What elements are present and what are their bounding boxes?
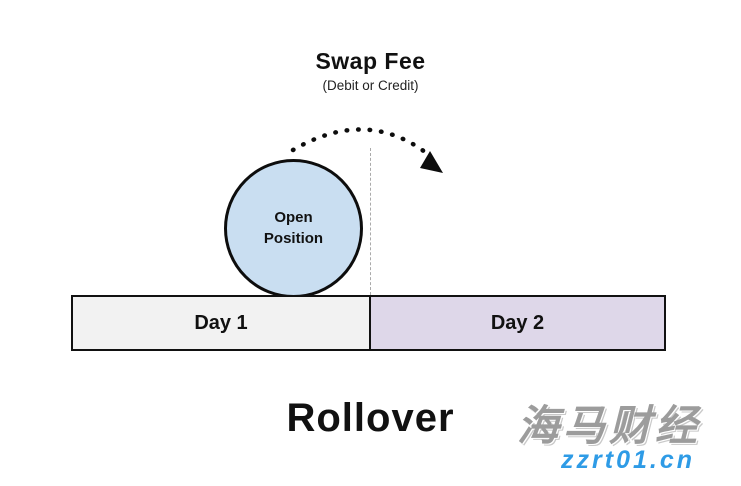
day2-bar: Day 2 [369,295,666,351]
day1-label: Day 1 [194,311,248,334]
watermark-brand: 海马财经 [516,402,701,449]
open-position-circle: Open Position [224,159,363,298]
rollover-caption: Rollover [286,396,455,440]
watermark-site: zzrt01.cn [561,446,695,474]
day1-bar: Day 1 [71,295,371,351]
diagram-title: Swap Fee [315,48,426,74]
diagram-subtitle: (Debit or Credit) [322,78,419,93]
day2-label: Day 2 [490,311,545,334]
open-position-label: Open Position [263,209,324,247]
day-divider-line [370,148,371,295]
timeline-bars: Day 1 Day 2 [71,295,666,351]
